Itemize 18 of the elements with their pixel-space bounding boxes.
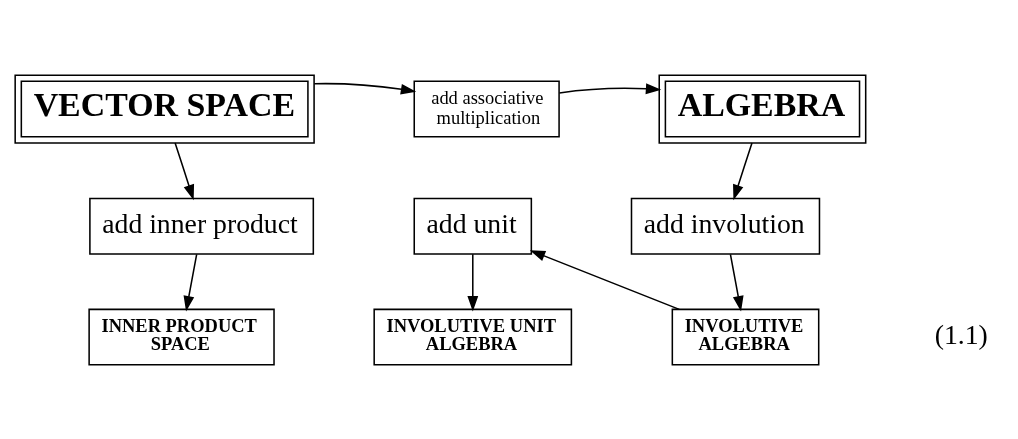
label: (1.1) — [934, 318, 988, 350]
node-box: add unit — [413, 197, 533, 255]
arrow — [733, 141, 753, 200]
arrow — [174, 141, 195, 200]
arrow — [729, 253, 744, 311]
node-box: ALGEBRA — [658, 73, 867, 144]
node-box: INVOLUTIVE ALGEBRA — [671, 308, 820, 366]
node-box: add involution — [630, 197, 821, 255]
arrow — [467, 253, 479, 312]
node-box: add inner product — [89, 197, 315, 255]
arrow — [313, 82, 417, 95]
arrow — [183, 253, 198, 311]
node-box: INNER PRODUCT SPACE — [88, 308, 275, 366]
node-box: add associative multiplication — [413, 80, 560, 138]
node-box: INVOLUTIVE UNIT ALGEBRA — [373, 308, 573, 366]
node-box: VECTOR SPACE — [14, 73, 315, 144]
arrow — [529, 249, 681, 310]
arrow — [558, 82, 662, 94]
